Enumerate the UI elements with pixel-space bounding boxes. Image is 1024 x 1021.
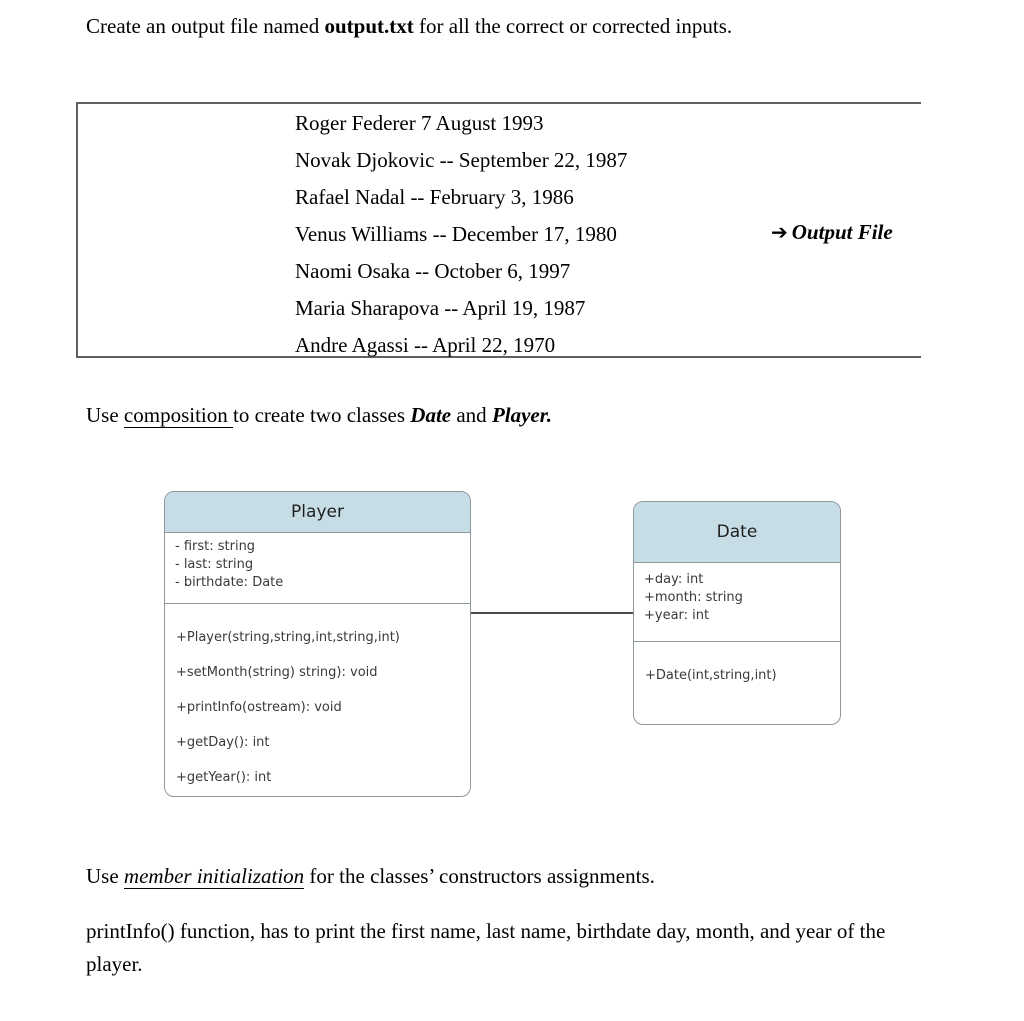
member-init-prefix: Use xyxy=(86,864,124,888)
intro-suffix: for all the correct or corrected inputs. xyxy=(413,14,733,38)
composition-underlined: composition xyxy=(123,403,234,428)
output-file-annotation: ➔Output File xyxy=(771,214,893,251)
uml-class-date: Date +day: int +month: string +year: int… xyxy=(633,501,841,725)
intro-prefix: Create an output file named xyxy=(86,14,325,38)
member-init-emphasized: member initialization xyxy=(123,864,305,889)
method-line: +Date(int,string,int) xyxy=(645,668,777,683)
output-filename: output.txt xyxy=(324,14,414,38)
member-init-paragraph: Use member initialization for the classe… xyxy=(86,862,655,890)
method-line: +Player(string,string,int,string,int) xyxy=(176,630,400,645)
printinfo-line1: printInfo() function, has to print the f… xyxy=(86,919,886,943)
method-line: +getYear(): int xyxy=(176,770,272,785)
list-item: Naomi Osaka -- October 6, 1997 xyxy=(295,259,571,283)
class-name-date: Date xyxy=(410,403,452,427)
composition-conjunction: and xyxy=(451,403,492,427)
class-player-attributes: - first: string - last: string - birthda… xyxy=(165,533,470,604)
attribute-line: - first: string xyxy=(175,539,256,554)
intro-paragraph: Create an output file named output.txt f… xyxy=(86,12,732,40)
list-item: Rafael Nadal -- February 3, 1986 xyxy=(295,185,574,209)
attribute-line: +month: string xyxy=(644,590,743,605)
output-file-label: Output File xyxy=(791,220,893,244)
list-item: Maria Sharapova -- April 19, 1987 xyxy=(295,296,586,320)
class-name-player: Player. xyxy=(491,403,553,427)
list-item: Andre Agassi -- April 22, 1970 xyxy=(295,333,556,357)
composition-middle: to create two classes xyxy=(233,403,411,427)
class-date-header: Date xyxy=(634,502,840,563)
attribute-line: - last: string xyxy=(175,557,254,572)
composition-connector-line xyxy=(471,612,633,614)
method-line: +printInfo(ostream): void xyxy=(176,700,342,715)
composition-prefix: Use xyxy=(86,403,124,427)
class-date-methods: +Date(int,string,int) xyxy=(634,642,840,685)
class-date-attributes: +day: int +month: string +year: int xyxy=(634,563,840,642)
attribute-line: +day: int xyxy=(644,572,704,587)
attribute-line: - birthdate: Date xyxy=(175,575,284,590)
class-player-methods: +Player(string,string,int,string,int) +s… xyxy=(165,604,470,795)
sample-input-box: Roger Federer 7 August 1993 Novak Djokov… xyxy=(76,102,921,358)
attribute-line: +year: int xyxy=(644,608,710,623)
member-init-suffix: for the classes’ constructors assignment… xyxy=(304,864,655,888)
uml-class-player: Player - first: string - last: string - … xyxy=(164,491,471,797)
class-date-title: Date xyxy=(716,522,758,542)
printinfo-line2: player. xyxy=(86,952,143,976)
arrow-right-icon: ➔ xyxy=(771,220,788,244)
player-list: Roger Federer 7 August 1993 Novak Djokov… xyxy=(295,105,627,364)
class-player-header: Player xyxy=(165,492,470,533)
list-item: Novak Djokovic -- September 22, 1987 xyxy=(295,148,628,172)
composition-paragraph: Use composition to create two classes Da… xyxy=(86,401,552,429)
method-line: +setMonth(string) string): void xyxy=(176,665,378,680)
class-player-title: Player xyxy=(291,502,344,522)
list-item: Venus Williams -- December 17, 1980 xyxy=(295,222,617,246)
method-line: +getDay(): int xyxy=(176,735,270,750)
list-item: Roger Federer 7 August 1993 xyxy=(295,111,544,135)
printinfo-paragraph: printInfo() function, has to print the f… xyxy=(86,915,885,981)
